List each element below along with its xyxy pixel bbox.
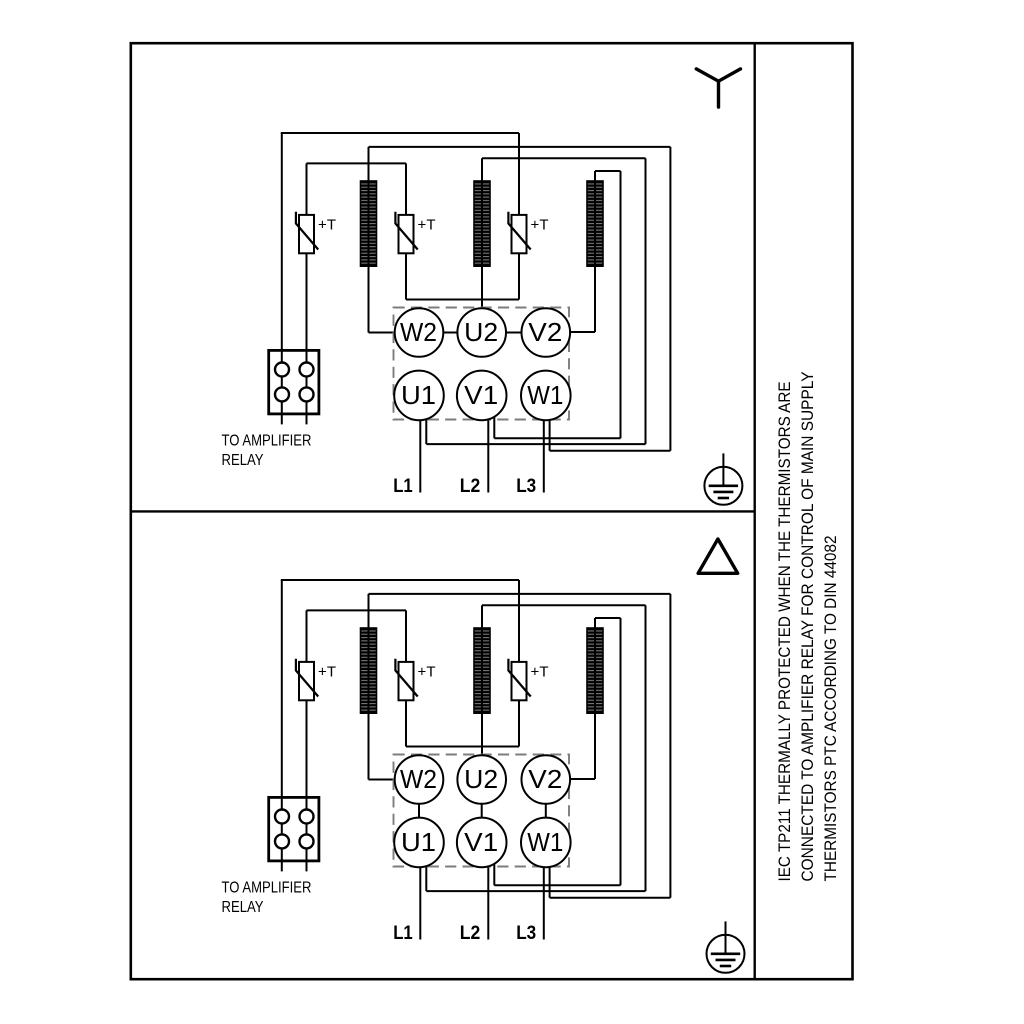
svg-text:CONNECTED TO AMPLIFIER RELAY F: CONNECTED TO AMPLIFIER RELAY FOR CONTROL…	[798, 372, 817, 882]
svg-text:THERMISTORS PTC ACCORDING TO D: THERMISTORS PTC ACCORDING TO DIN 44082	[821, 536, 840, 882]
svg-text:IEC TP211 THERMALLY PROTECTED: IEC TP211 THERMALLY PROTECTED WHEN THE T…	[775, 382, 794, 882]
